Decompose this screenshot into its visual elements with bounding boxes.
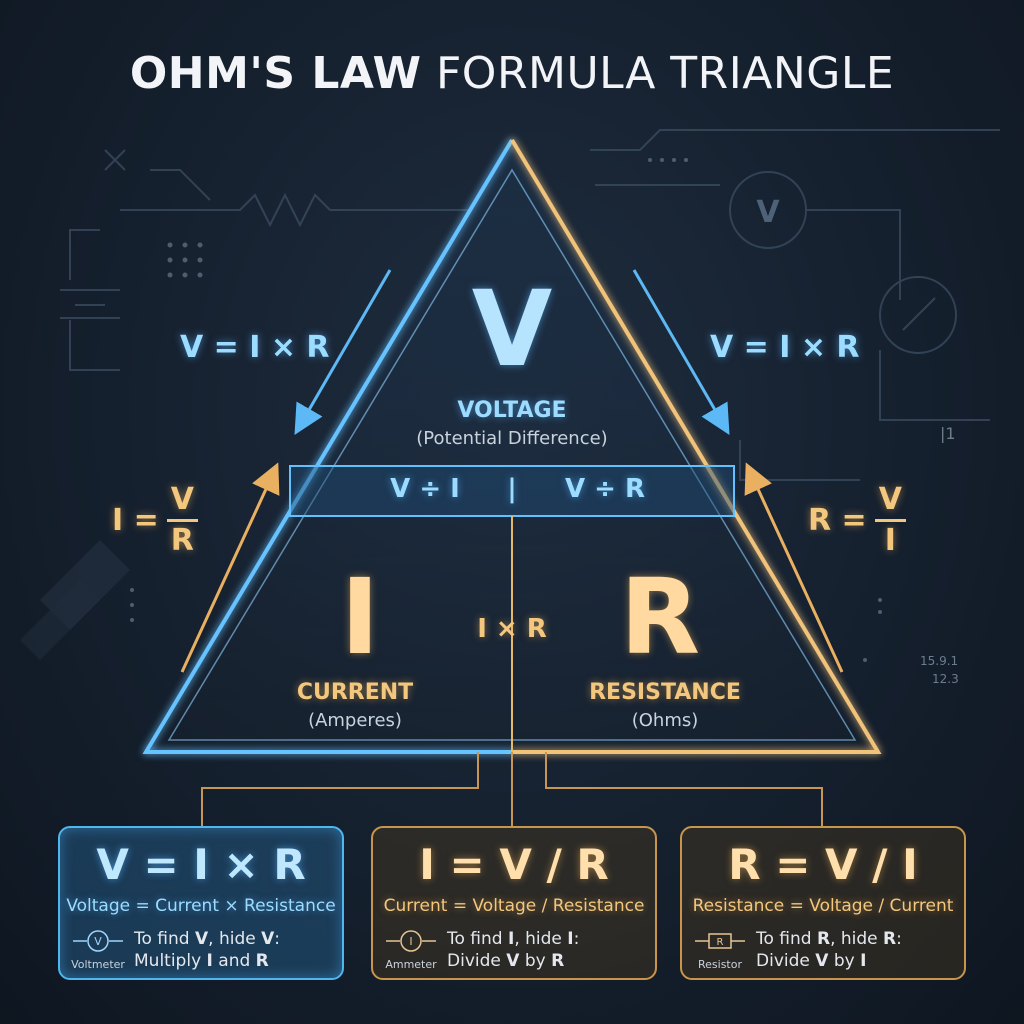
side-formula-lower-left: I = V R [112,485,198,556]
lower-right-denominator: I [884,523,896,558]
decor-code-2: 12.3 [932,672,959,686]
dot-grid-decoration [130,158,882,662]
side-formula-upper-right: V = I × R [710,330,860,365]
card-voltage: V = I × R Voltage = Current × Resistance… [58,826,344,980]
current-letter: I [340,556,380,678]
card-current: I = V / R Current = Voltage / Resistance… [371,826,657,980]
card-resistance-hint: To find R, hide R: Divide V by I [756,929,902,971]
triangle-outline-left [142,138,514,754]
device-symbol-1: I [409,935,412,948]
arrow-lower-left [180,462,280,673]
card-current-device: I Ammeter [381,930,441,971]
card-resistance: R = V / I Resistance = Voltage / Current… [680,826,966,980]
ammeter-icon: I [386,930,436,952]
voltmeter-icon: V [73,930,123,952]
band-left-formula: V ÷ I [390,474,460,504]
band-divider: | [507,474,517,504]
lower-left-denominator: R [170,523,194,558]
resistance-label: RESISTANCE [589,680,741,705]
card-resistance-description: Resistance = Voltage / Current [692,896,954,916]
side-formula-upper-left: V = I × R [180,330,330,365]
triangle-outline-right [510,138,882,754]
voltmeter-label: Voltmeter [71,958,125,971]
voltage-sublabel: (Potential Difference) [416,428,608,449]
title-thin: FORMULA TRIANGLE [436,48,895,99]
connector-left [201,752,479,826]
card-current-formula: I = V / R [419,840,609,889]
circuit-decoration [20,129,1000,660]
triangle-band [289,465,735,517]
lower-left-numerator: V [166,485,198,522]
current-sublabel: (Amperes) [308,710,402,731]
card-resistance-formula: R = V / I [728,840,918,889]
arrow-lower-right [744,462,844,673]
page-title: OHM'S LAW FORMULA TRIANGLE [0,48,1024,99]
current-label: CURRENT [296,680,414,705]
device-symbol-0: V [94,935,102,948]
lower-right-numerator: V [874,485,906,522]
card-resistance-device: R Resistor [690,930,750,971]
center-formula: I × R [477,614,547,644]
decor-code-1: 15.9.1 [920,654,959,668]
arrow-upper-left [294,269,392,435]
resistance-sublabel: (Ohms) [631,710,699,731]
card-voltage-device: V Voltmeter [68,930,128,971]
resistor-label: Resistor [698,958,742,971]
title-bold: OHM'S LAW [129,48,422,99]
resistance-letter: R [619,556,701,678]
card-current-description: Current = Voltage / Resistance [383,896,645,916]
triangle-fill [146,140,878,752]
voltage-letter: V [471,268,553,390]
decor-code-3: |1 [940,424,956,443]
lower-left-lhs: I = [112,503,159,538]
decor-voltmeter-symbol: V [756,195,780,230]
band-right-formula: V ÷ R [564,474,646,504]
card-voltage-hint: To find V, hide V: Multiply I and R [134,929,281,971]
ammeter-label: Ammeter [385,958,437,971]
arrow-upper-right [632,269,730,435]
resistor-icon: R [695,933,745,949]
lower-right-lhs: R = [808,503,867,538]
connector-right [545,752,823,826]
card-current-hint: To find I, hide I: Divide V by R [447,929,580,971]
voltage-label: VOLTAGE [457,398,567,423]
card-voltage-formula: V = I × R [96,840,306,889]
device-symbol-2: R [717,937,724,948]
card-voltage-description: Voltage = Current × Resistance [66,896,336,916]
side-formula-lower-right: R = V I [808,485,906,556]
